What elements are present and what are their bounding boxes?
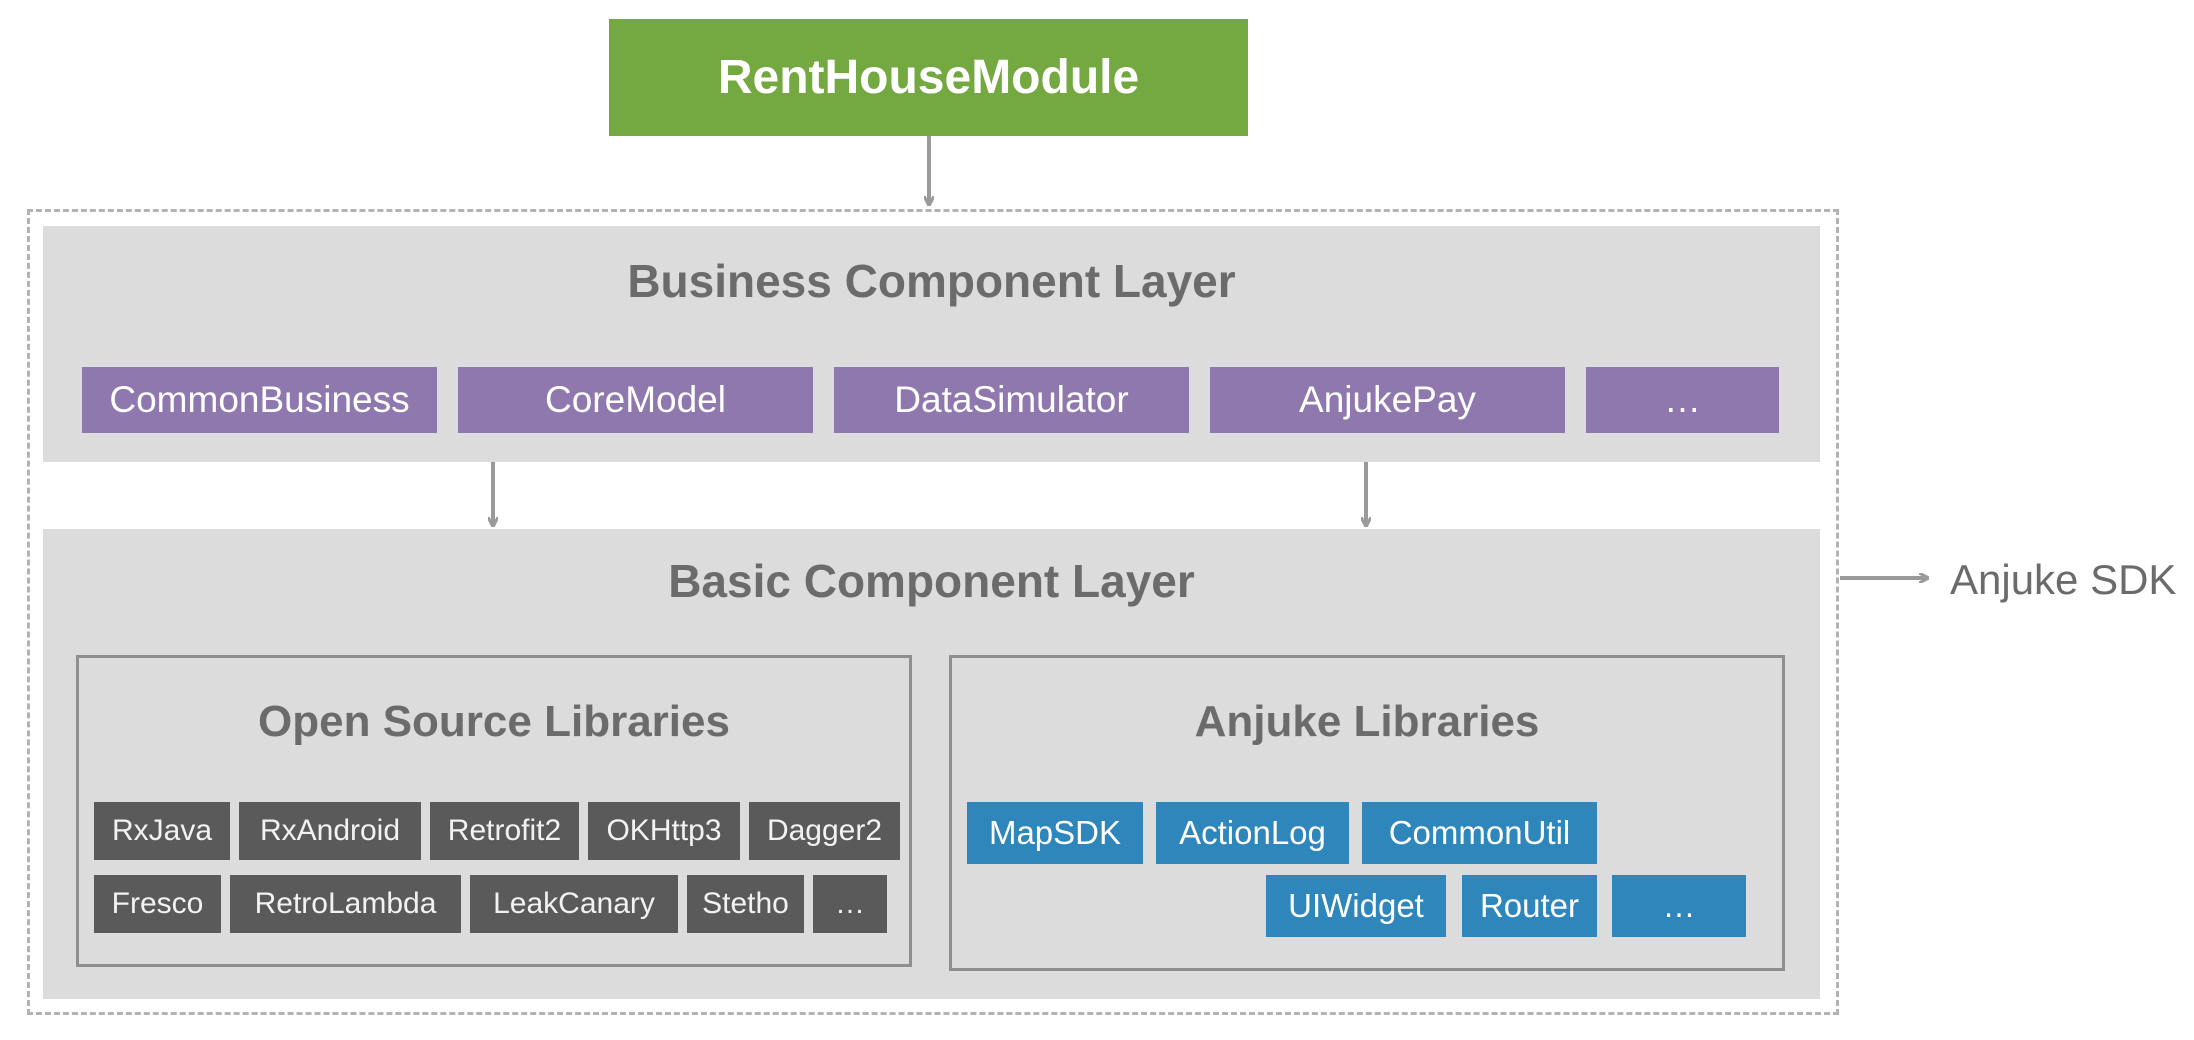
business-layer-title: Business Component Layer bbox=[627, 255, 1236, 307]
oss-item-retrofit2: Retrofit2 bbox=[430, 802, 579, 860]
basic-layer-title: Basic Component Layer bbox=[668, 555, 1195, 607]
oss-item-rxandroid: RxAndroid bbox=[239, 802, 421, 860]
anjuke-item-mapsdk: MapSDK bbox=[967, 802, 1143, 864]
business-item-datasimulator: DataSimulator bbox=[834, 367, 1189, 433]
anjuke-item-actionlog: ActionLog bbox=[1156, 802, 1349, 864]
oss-item-okhttp3: OKHttp3 bbox=[588, 802, 740, 860]
oss-item-retrolambda: RetroLambda bbox=[230, 875, 461, 933]
anjuke-item-more: … bbox=[1612, 875, 1746, 937]
anjuke-sdk-label: Anjuke SDK bbox=[1950, 556, 2177, 603]
anjuke-libraries-panel bbox=[949, 655, 1785, 971]
oss-item-more: … bbox=[813, 875, 887, 933]
open-source-libraries-title: Open Source Libraries bbox=[258, 697, 730, 746]
anjuke-sdk-boundary bbox=[27, 209, 1839, 1015]
anjuke-item-uiwidget: UIWidget bbox=[1266, 875, 1446, 937]
business-item-commonbusiness: CommonBusiness bbox=[82, 367, 437, 433]
rent-house-module-box: RentHouseModule bbox=[609, 19, 1248, 136]
oss-item-dagger2: Dagger2 bbox=[749, 802, 900, 860]
business-item-coremodel: CoreModel bbox=[458, 367, 813, 433]
oss-item-leakcanary: LeakCanary bbox=[470, 875, 678, 933]
open-source-libraries-panel bbox=[76, 655, 912, 967]
oss-item-stetho: Stetho bbox=[687, 875, 804, 933]
oss-item-fresco: Fresco bbox=[94, 875, 221, 933]
oss-item-rxjava: RxJava bbox=[94, 802, 230, 860]
anjuke-libraries-title: Anjuke Libraries bbox=[1194, 697, 1540, 746]
anjuke-item-commonutil: CommonUtil bbox=[1362, 802, 1597, 864]
anjuke-item-router: Router bbox=[1462, 875, 1597, 937]
business-item-more: … bbox=[1586, 367, 1779, 433]
business-item-anjukepay: AnjukePay bbox=[1210, 367, 1565, 433]
